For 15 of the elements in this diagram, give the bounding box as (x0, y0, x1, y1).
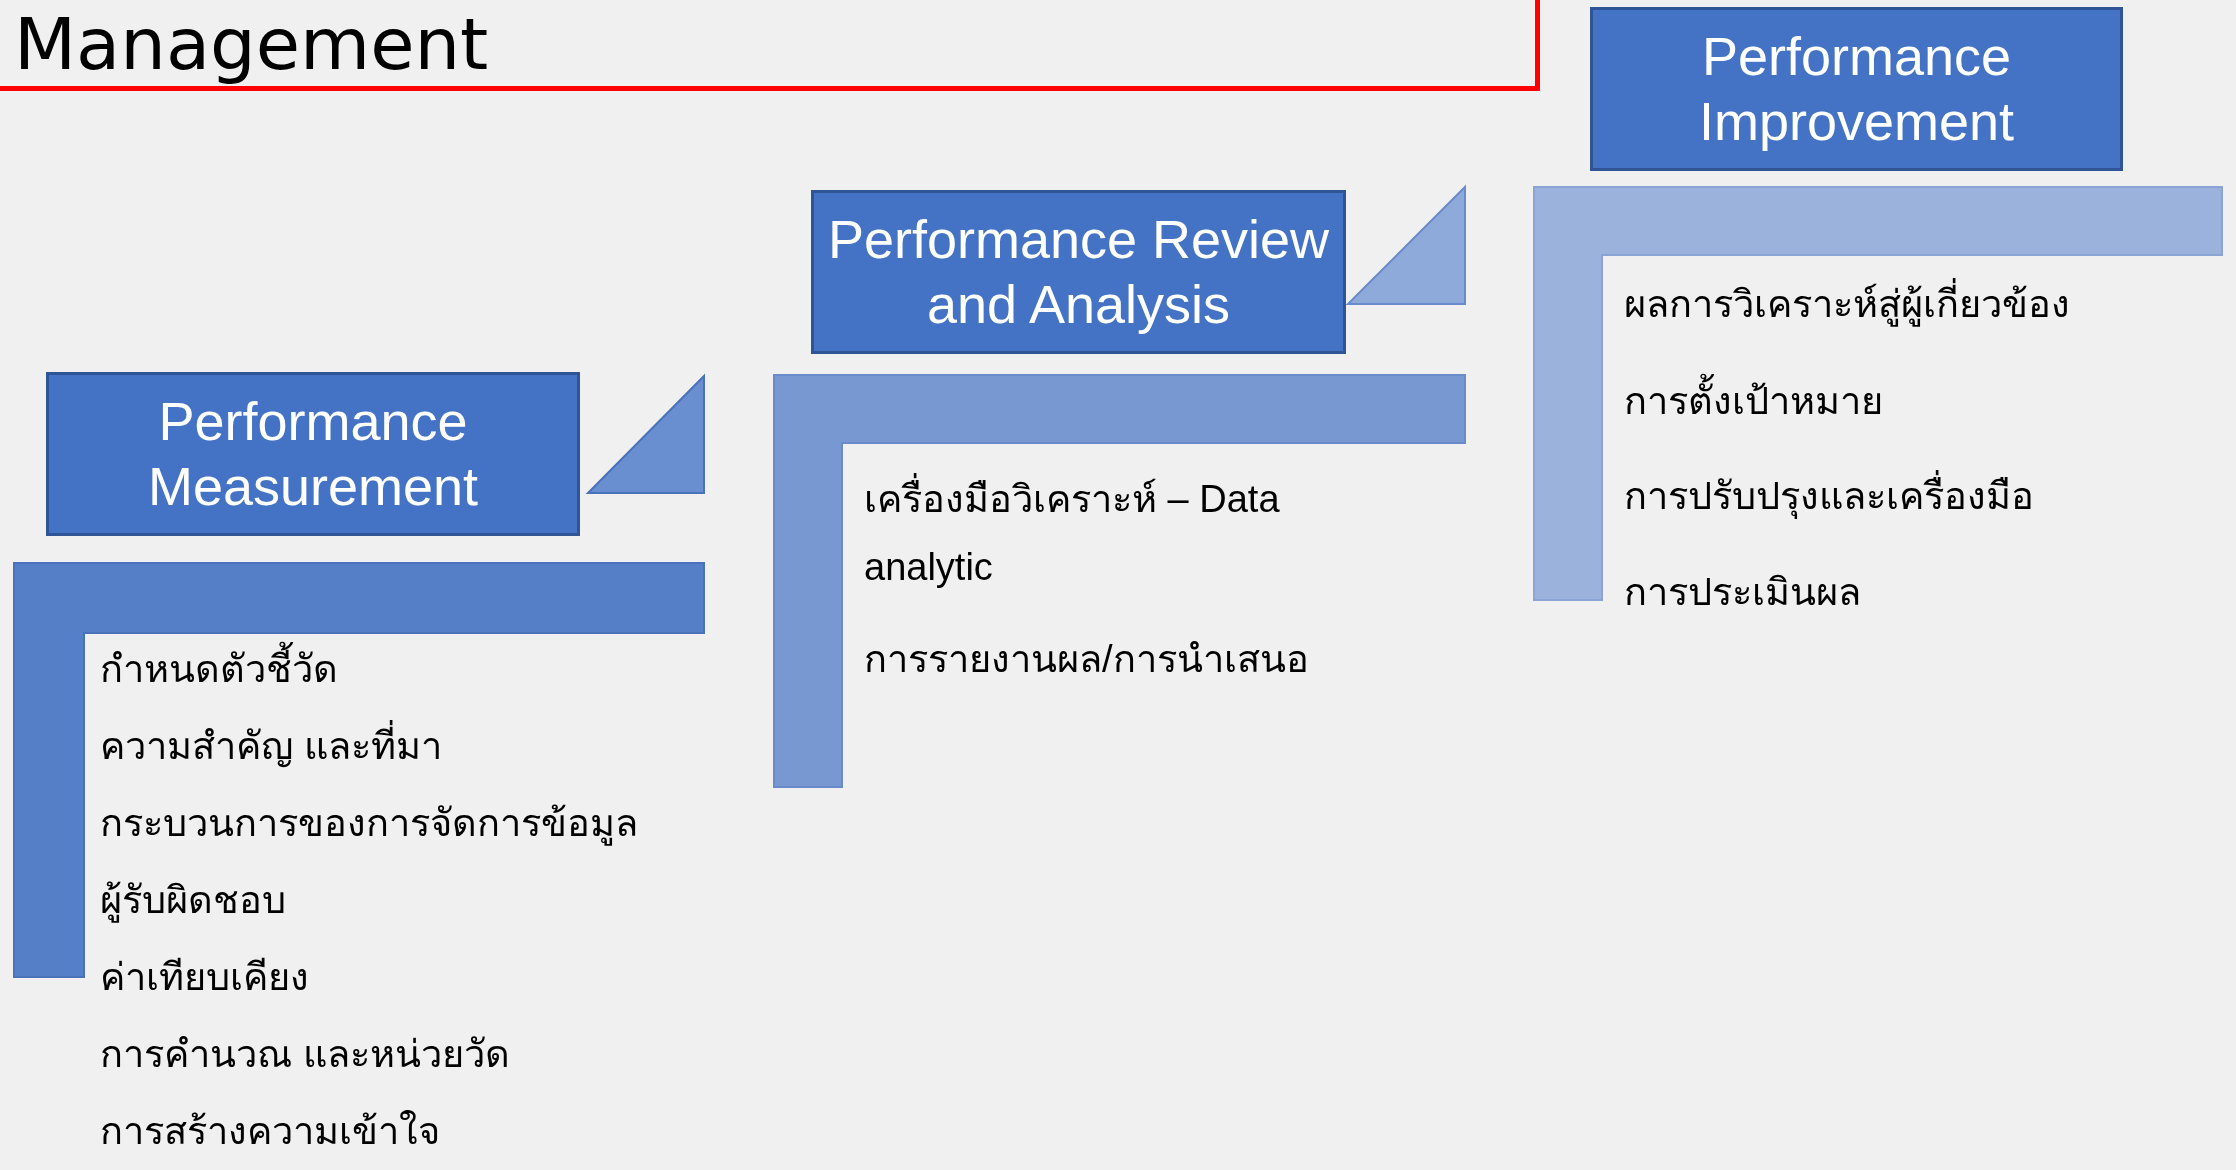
list-item: การปรับปรุงและเครื่องมือ (1624, 472, 2034, 522)
list-item: ผู้รับผิดชอบ (100, 878, 286, 925)
list-item: การประเมินผล (1624, 570, 1861, 615)
list-item: เครื่องมือวิเคราะห์ – Data analytic (864, 465, 1384, 602)
list-item: กระบวนการของการจัดการข้อมูล (100, 801, 638, 848)
list-item: การรายงานผล/การนำเสนอ (864, 637, 1309, 682)
list-item: ค่าเทียบเคียง (100, 955, 309, 1000)
slide-title: Management (14, 4, 489, 84)
list-item: การคำนวณ และหน่วยวัด (100, 1032, 510, 1077)
heading-box: Performance Measurement (46, 372, 580, 536)
heading-box: Performance Improvement (1590, 7, 2123, 171)
list-item: ผลการวิเคราะห์สู่ผู้เกี่ยวข้อง (1624, 280, 2070, 330)
list-item: ความสำคัญ และที่มา (100, 722, 442, 772)
list-item: การสร้างความเข้าใจ (100, 1109, 440, 1154)
heading-box: Performance Review and Analysis (811, 190, 1346, 354)
